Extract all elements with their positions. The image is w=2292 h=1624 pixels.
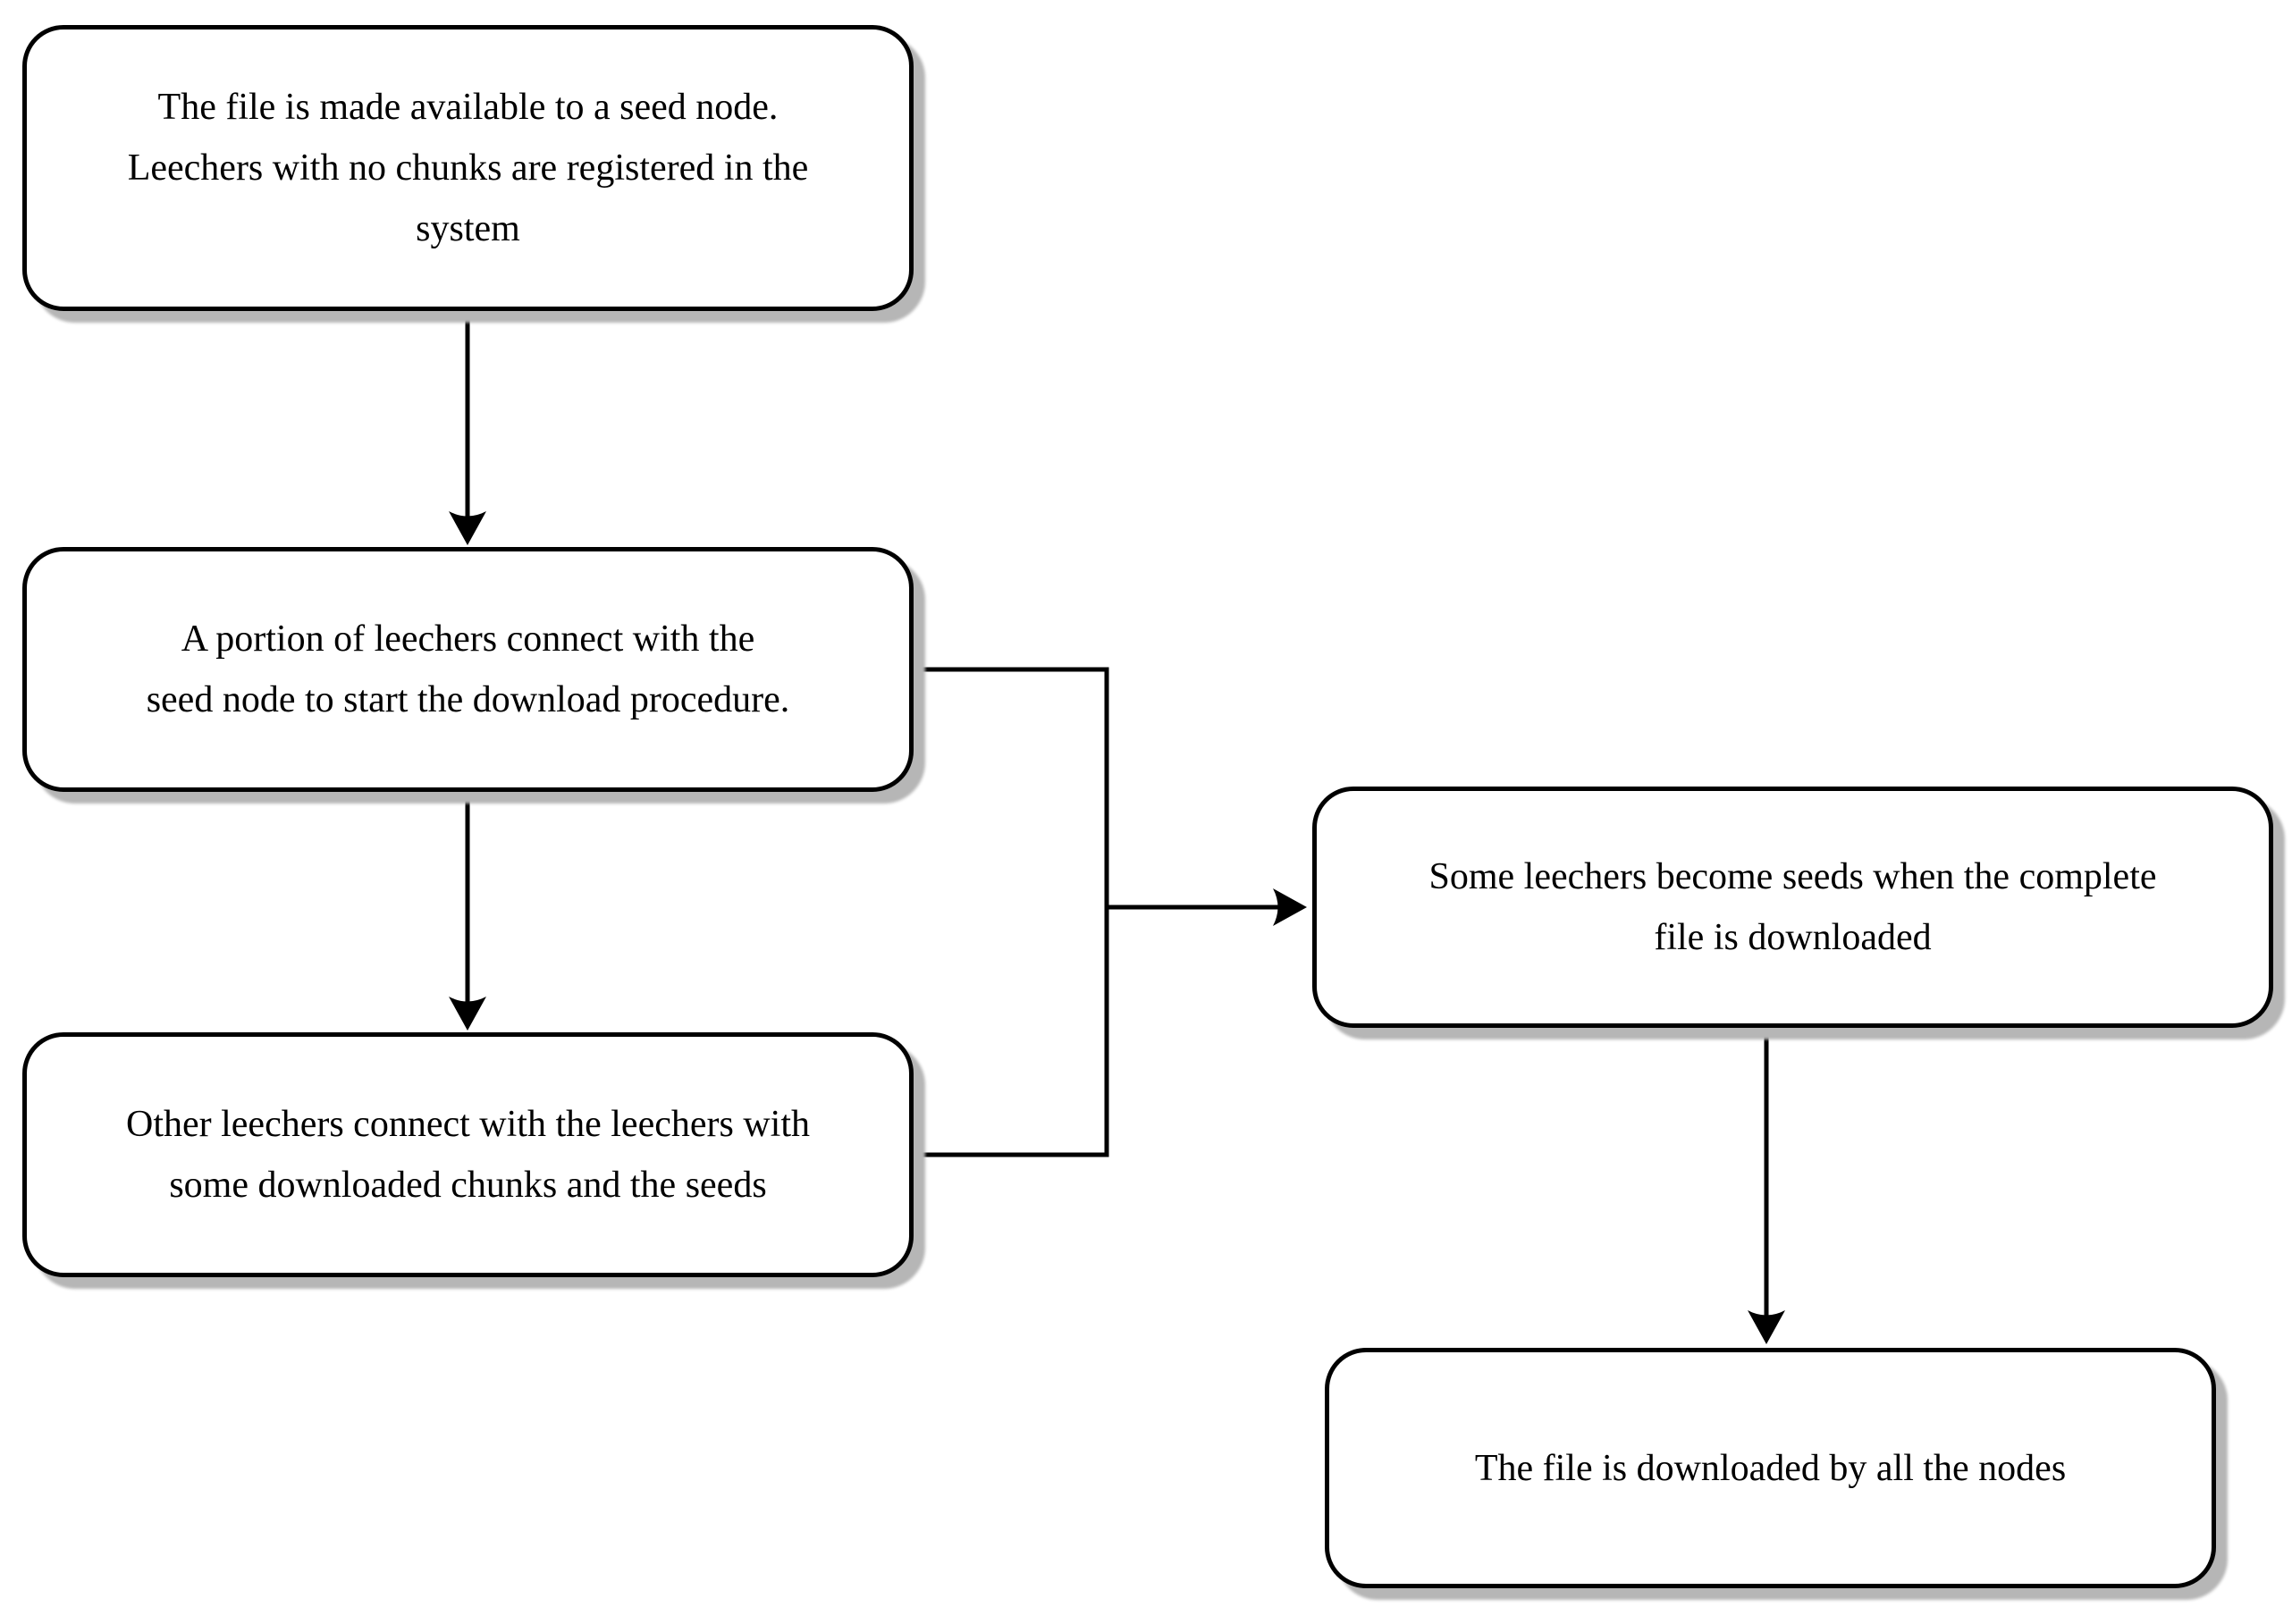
arrow-right-icon bbox=[1273, 888, 1307, 926]
arrow-down-icon bbox=[449, 511, 486, 545]
node-seed-available-label: The file is made available to a seed nod… bbox=[127, 87, 809, 249]
node-leechers-become-seeds-label: Some leechers become seeds when the comp… bbox=[1428, 856, 2157, 958]
node-file-downloaded-all: The file is downloaded by all the nodes bbox=[1325, 1348, 2216, 1588]
edge-merge-elbow bbox=[912, 667, 1109, 1157]
node-leechers-become-seeds: Some leechers become seeds when the comp… bbox=[1312, 787, 2273, 1028]
node-file-downloaded-all-label: The file is downloaded by all the nodes bbox=[1474, 1447, 2067, 1489]
node-seed-available: The file is made available to a seed nod… bbox=[22, 25, 914, 311]
node-other-leechers-connect-label: Other leechers connect with the leechers… bbox=[125, 1104, 810, 1206]
arrow-down-icon bbox=[449, 997, 486, 1031]
arrow-down-icon bbox=[1748, 1310, 1785, 1344]
node-leechers-connect-seed-label: A portion of leechers connect with the s… bbox=[146, 618, 790, 720]
node-leechers-connect-seed: A portion of leechers connect with the s… bbox=[22, 547, 914, 792]
node-other-leechers-connect: Other leechers connect with the leechers… bbox=[22, 1032, 914, 1277]
